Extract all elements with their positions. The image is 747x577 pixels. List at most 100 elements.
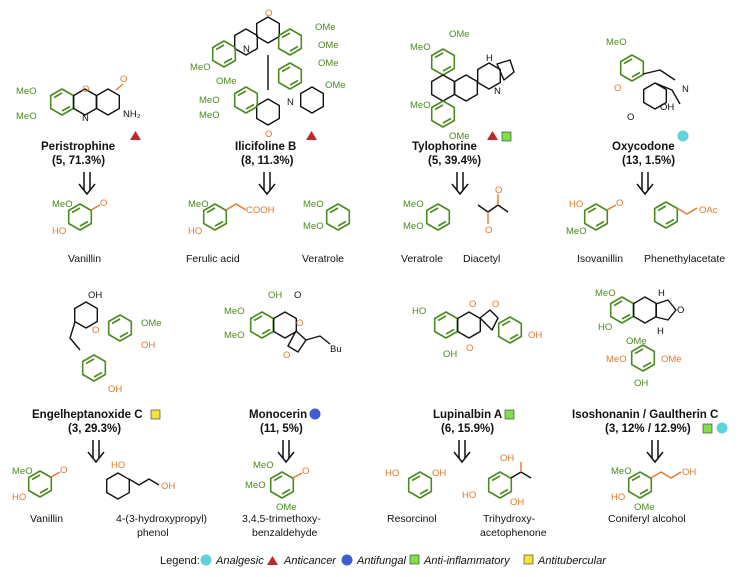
meo-label: MeO [16,86,37,97]
oh-label: OH [634,378,648,389]
trihydroxyacetophenone-structure: OH HO OH [462,453,532,508]
veratrole-structure: MeO MeO [303,199,351,232]
meo-label: MeO [52,199,73,210]
meo-label: MeO [245,480,266,491]
anticancer-triangle-icon [487,131,498,140]
analgesic-legend-icon [200,554,212,566]
retro-arrow-icon [277,439,295,463]
precursor-acetophenone: acetophenone [480,527,547,539]
ome-label: OMe [318,40,339,51]
nh2-label: NH₂ [123,109,141,120]
oac-label: OAc [699,205,718,216]
oh-label: OH [500,453,514,464]
precursor-phenethylacetate: Phenethylacetate [644,253,725,265]
peristrophine-structure: MeO MeO O N O NH₂ [16,74,141,124]
compound-stats-ilicifoline-b: (8, 11.3%) [241,155,294,167]
anticancer-triangle-icon [306,131,317,140]
oh-label: OH [432,468,446,479]
meo-label: MeO [12,466,33,477]
compound-name-oxycodone: Oxycodone [612,141,675,153]
compound-stats-engelheptanoxide-c: (3, 29.3%) [68,423,121,435]
analgesic-circle-icon [677,130,689,142]
ho-label: HO [412,306,426,317]
o-label: O [294,290,301,301]
ome-label: OMe [325,80,346,91]
anti-inflammatory-square-icon [504,409,515,420]
h-label: H [657,326,664,337]
isovanillin-structure: O HO MeO [566,198,623,237]
phenethylacetate-structure: OAc [653,201,718,229]
compound-stats-lupinalbin-a: (6, 15.9%) [441,423,494,435]
hydroxypropylphenol-structure: HO OH [105,460,175,500]
precursor-diacetyl: Diacetyl [463,253,500,265]
oh-label: OH [510,497,524,508]
o-label: O [485,225,492,236]
o-label: O [492,299,499,310]
compound-stats-monocerin: (11, 5%) [260,423,303,435]
meo-label: MeO [606,354,627,365]
meo-label: MeO [16,111,37,122]
meo-label: MeO [403,199,424,210]
legend-label-analgesic: Analgesic [215,555,264,567]
ome-label: OMe [449,131,470,142]
ho-label: HO [111,460,125,471]
compound-name-lupinalbin-a: Lupinalbin A [433,409,502,421]
compound-stats-tylophorine: (5, 39.4%) [428,155,481,167]
meo-label: MeO [224,330,245,341]
anticancer-legend-icon [267,556,278,565]
meo-label: MeO [403,221,424,232]
o-label: O [92,325,99,336]
ome-label: OMe [141,318,162,329]
h-label: H [658,288,665,299]
n-label: N [287,97,294,108]
o-label: O [296,318,303,329]
meo-label: MeO [303,221,324,232]
meo-label: MeO [611,466,632,477]
ho-label: HO [598,322,612,333]
isoshonanin-structure: MeO HO O H H OMe MeO OMe OH [595,288,684,389]
legend: Legend: Analgesic Anticancer Antifungal … [160,554,607,567]
precursor-resorcinol: Resorcinol [387,513,437,525]
meo-label: MeO [199,95,220,106]
precursor-hydroxypropyl: 4-(3-hydroxypropyl) [116,513,207,525]
vanillin-structure: O MeO HO [52,198,107,237]
bu-label: Bu [330,344,342,355]
anti-inflammatory-legend-icon [409,554,420,565]
meo-label: MeO [190,62,211,73]
o-label: O [283,350,290,361]
ilicifoline-structure: O N OMe OMe MeO OMe OMe OMe MeO MeO N O [190,8,346,140]
o-label: O [614,83,621,94]
meo-label: MeO [199,110,220,121]
precursor-benzaldehyde: benzaldehyde [252,527,318,539]
h-label: H [486,53,493,64]
retro-arrow-icon [453,439,471,463]
oh-label: OH [443,349,457,360]
ho-label: HO [188,226,202,237]
ho-label: HO [52,226,66,237]
o-label: O [627,112,634,123]
anticancer-triangle-icon [130,131,141,140]
anti-inflammatory-square-icon [501,131,512,142]
compound-name-engelheptanoxide-c: Engelheptanoxide C [32,409,143,421]
precursor-veratrole: Veratrole [302,253,344,265]
ho-label: HO [569,199,583,210]
coniferyl-alcohol-structure: OH MeO HO OMe [611,466,696,513]
o-label: O [265,8,272,19]
oh-label: OH [141,340,155,351]
n-label: N [243,44,250,55]
precursor-coniferyl-alcohol: Coniferyl alcohol [608,513,686,525]
veratrole-structure: MeO MeO [403,199,451,232]
precursor-phenol: phenol [137,527,169,539]
cooh-label: COOH [246,205,275,216]
ho-label: HO [12,492,26,503]
antitubercular-legend-icon [523,554,534,565]
compound-name-ilicifoline-b: Ilicifoline B [235,141,296,153]
retro-arrow-icon [646,439,664,463]
legend-label-anti-inflammatory: Anti-inflammatory [423,555,511,567]
o-label: O [616,198,623,209]
retro-arrow-icon [78,171,96,195]
monocerin-structure: OH O MeO MeO O O Bu [224,290,342,361]
ome-label: OMe [318,58,339,69]
compound-name-tylophorine: Tylophorine [412,141,477,153]
